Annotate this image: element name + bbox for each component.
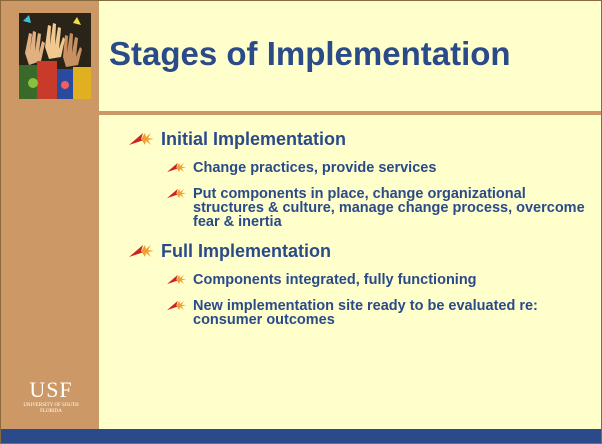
sub-bullet-label: New implementation site ready to be eval… — [193, 298, 538, 328]
header-band — [1, 1, 601, 119]
arrow-burst-icon — [167, 299, 187, 315]
header-rule — [1, 111, 601, 115]
slide-title: Stages of Implementation — [109, 35, 511, 72]
sub-bullet-label: Components integrated, fully functioning — [193, 272, 477, 288]
arrow-burst-icon — [167, 161, 187, 177]
bullet-label: Full Implementation — [161, 241, 332, 261]
arrow-burst-icon — [129, 243, 155, 263]
bullet-initial-implementation: Initial Implementation — [129, 129, 589, 149]
bullet-full-implementation: Full Implementation — [129, 241, 589, 261]
sub-bullet-new-site: New implementation site ready to be eval… — [167, 299, 589, 327]
sub-bullet-put-components: Put components in place, change organiza… — [167, 187, 589, 229]
arrow-burst-icon — [167, 187, 187, 203]
arrow-burst-icon — [167, 273, 187, 289]
sub-bullet-label: Change practices, provide services — [193, 160, 437, 176]
footer-band — [1, 429, 601, 443]
usf-logo-subtitle: UNIVERSITY OF SOUTH FLORIDA — [23, 403, 79, 414]
bullet-list: Initial Implementation Change practices,… — [129, 129, 589, 339]
sub-bullet-components-integrated: Components integrated, fully functioning — [167, 273, 589, 287]
raised-hands-icon — [19, 13, 91, 99]
sub-bullet-change-practices: Change practices, provide services — [167, 161, 589, 175]
bullet-label: Initial Implementation — [161, 129, 347, 149]
raised-hands-photo — [19, 13, 91, 99]
arrow-burst-icon — [129, 131, 155, 151]
usf-logo: USF UNIVERSITY OF SOUTH FLORIDA — [21, 379, 81, 415]
usf-logo-mark: USF — [29, 377, 73, 402]
sub-bullet-label: Put components in place, change organiza… — [193, 186, 585, 230]
